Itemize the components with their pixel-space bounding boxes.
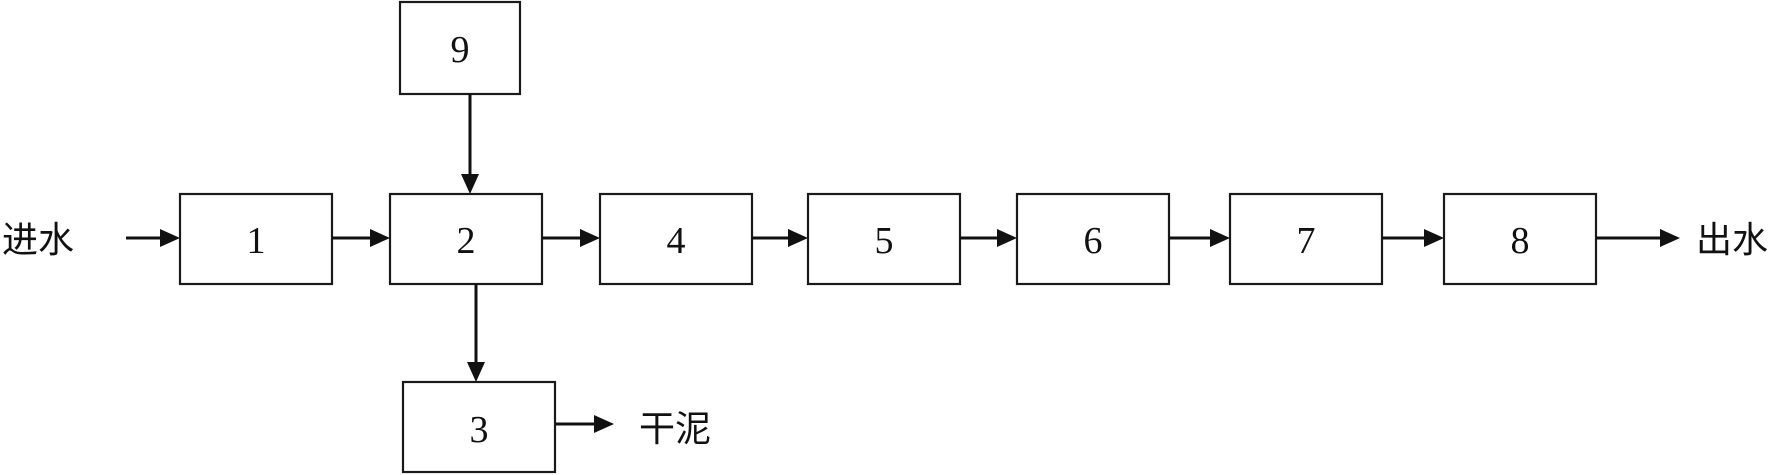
box-1 [178,192,334,286]
box-2 [388,192,544,286]
arrow-7-to-8 [1382,229,1444,247]
arrow-6-to-7 [1169,229,1230,247]
arrow-inlet-to-1 [126,229,180,247]
box-9 [398,0,522,96]
box-9-label: 9 [451,29,470,71]
box-5 [806,192,962,286]
box-5-label: 5 [875,220,894,262]
box-7-label: 7 [1297,220,1316,262]
box-3-label: 3 [470,409,489,451]
arrow-3-to-sludge [555,415,614,433]
box-1-label: 1 [247,220,266,262]
box-2-label: 2 [457,220,476,262]
arrow-8-to-outlet [1596,229,1680,247]
box-4-label: 4 [667,220,686,262]
arrow-1-to-2 [332,229,390,247]
box-8-label: 8 [1511,220,1530,262]
arrow-9-to-2 [461,94,479,194]
outlet-label: 出水 [1696,220,1768,261]
arrow-5-to-6 [960,229,1017,247]
box-3 [401,380,557,474]
sludge-label: 干泥 [639,409,711,450]
inlet-label: 进水 [2,220,74,261]
arrow-2-to-3 [467,284,485,382]
arrow-2-to-4 [542,229,600,247]
box-6 [1015,192,1171,286]
box-6-label: 6 [1084,220,1103,262]
box-8 [1442,192,1598,286]
arrow-4-to-5 [752,229,808,247]
box-7 [1228,192,1384,286]
